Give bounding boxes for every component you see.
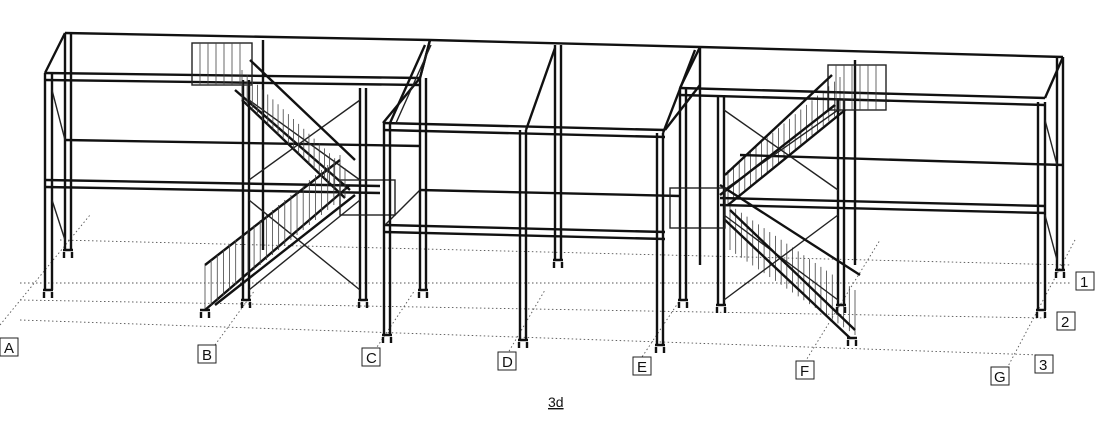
grid-tags-columns: A B C D E F G — [0, 337, 1010, 386]
column-base-plate — [62, 248, 74, 258]
column-base-plate — [357, 298, 369, 308]
right-tower — [669, 45, 1065, 339]
grid-tag-b-label: B — [202, 347, 212, 364]
grid-tag-2-label: 2 — [1061, 314, 1069, 331]
grid-tag-1: 1 — [1075, 271, 1095, 291]
column-base-plate — [417, 288, 429, 298]
column-base-plate — [42, 288, 54, 298]
grid-tag-f-label: F — [800, 363, 809, 380]
column-base-plate — [1035, 308, 1047, 318]
column-base-plate — [199, 308, 211, 318]
column-base-plate — [517, 338, 529, 348]
left-tower — [43, 31, 432, 311]
grid-tag-e: E — [632, 356, 652, 376]
grid-tag-e-label: E — [637, 359, 647, 376]
grid-tag-3: 3 — [1034, 354, 1054, 374]
grid-tag-d-label: D — [502, 354, 513, 371]
grid-tag-d: D — [497, 351, 517, 371]
grid-tags-rows: 1 2 3 — [1034, 271, 1095, 374]
grid-tag-1-label: 1 — [1080, 274, 1088, 291]
grid-tag-g-label: G — [994, 369, 1006, 386]
column-bases — [42, 248, 1066, 353]
column-base-plate — [654, 343, 666, 353]
ground-grid — [0, 214, 1076, 373]
column-base-plate — [715, 303, 727, 313]
column-base-plate — [552, 258, 564, 268]
column-base-plate — [846, 336, 858, 346]
grid-tag-c: C — [361, 347, 381, 367]
grid-tag-a: A — [0, 337, 19, 357]
column-base-plate — [1054, 268, 1066, 278]
view-caption: 3d — [548, 394, 564, 410]
column-base-plate — [677, 298, 689, 308]
grid-tag-3-label: 3 — [1039, 357, 1047, 374]
grid-tag-g: G — [990, 366, 1010, 386]
grid-tag-b: B — [197, 344, 217, 364]
grid-tag-f: F — [795, 360, 815, 380]
grid-tag-a-label: A — [4, 340, 14, 357]
grid-tag-2: 2 — [1056, 311, 1076, 331]
stair-balusters — [204, 70, 856, 335]
column-base-plate — [381, 333, 393, 343]
column-base-plate — [835, 303, 847, 313]
grid-tag-c-label: C — [366, 350, 377, 367]
center-bay — [382, 38, 701, 345]
column-base-plate — [240, 298, 252, 308]
